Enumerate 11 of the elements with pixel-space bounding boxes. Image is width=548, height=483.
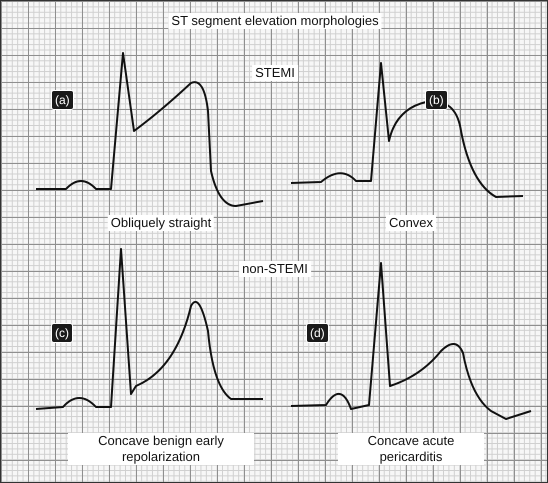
label: Concave acute pericarditis [338, 433, 484, 465]
label: non-STEMI [239, 261, 311, 277]
label: STEMI [252, 65, 298, 81]
label: Concave benign early repolarization [68, 433, 254, 465]
label: Convex [386, 215, 436, 231]
panel-letter: (c) [51, 323, 73, 343]
title: ST segment elevation morphologies [168, 13, 382, 29]
panel-letter: (b) [425, 90, 448, 110]
label: Obliquely straight [108, 215, 214, 231]
panel-letter: (a) [51, 90, 74, 110]
panel-letter: (d) [306, 323, 329, 343]
